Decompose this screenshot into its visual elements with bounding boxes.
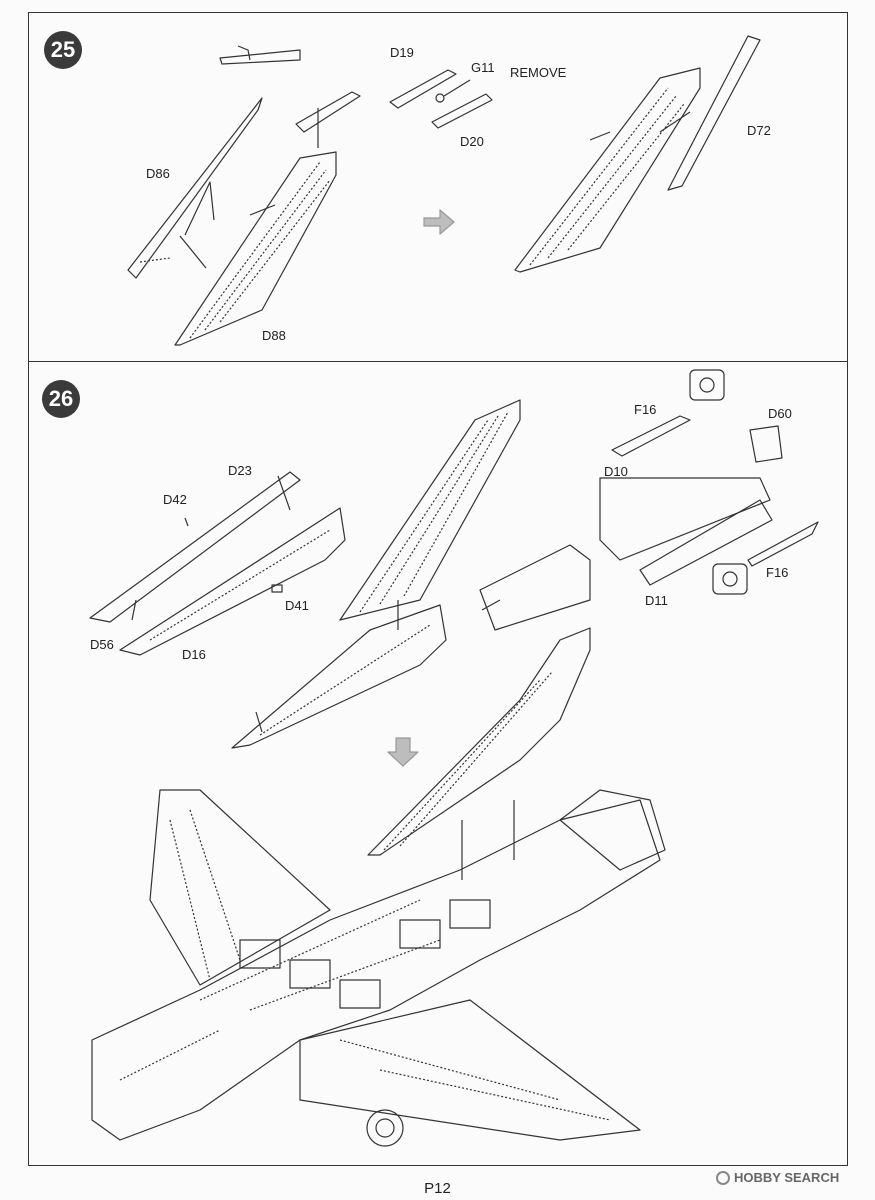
arrow-d86 — [179, 235, 207, 269]
part-d42 — [184, 517, 189, 527]
part-top-small-tab — [237, 45, 251, 61]
part-tail-assembled — [367, 627, 591, 856]
label-d72: D72 — [747, 123, 771, 138]
aircraft-fuselage — [91, 799, 661, 1141]
part-rear-fuselage — [231, 604, 447, 749]
part-tip — [295, 91, 361, 133]
label-remove: REMOVE — [510, 65, 567, 80]
part-d60 — [749, 425, 783, 463]
label-d11: D11 — [645, 593, 668, 608]
aircraft-exhaust — [559, 789, 666, 871]
part-d11 — [639, 499, 773, 586]
part-d20 — [431, 93, 493, 129]
label-d56: D56 — [90, 637, 114, 652]
part-g11 — [435, 93, 445, 103]
part-d56 — [131, 599, 137, 621]
step-26-badge: 26 — [42, 380, 80, 418]
watermark: HOBBY SEARCH — [716, 1170, 839, 1185]
label-d60: D60 — [768, 406, 792, 421]
label-d20: D20 — [460, 134, 484, 149]
instruction-frame — [28, 12, 848, 1166]
label-d86: D86 — [146, 166, 170, 181]
label-g11: G11 — [471, 60, 495, 75]
process-arrow-icon — [423, 209, 455, 235]
label-d19: D19 — [390, 45, 414, 60]
part-d41 — [271, 584, 283, 593]
part-fin-26 — [339, 399, 521, 621]
part-assembled-fin — [514, 67, 701, 273]
paint-pot-icon — [689, 369, 725, 401]
watermark-logo-icon — [716, 1170, 730, 1185]
page-number: P12 — [424, 1180, 451, 1197]
label-d16: D16 — [182, 647, 206, 662]
label-d88: D88 — [262, 328, 286, 343]
label-f16-lower: F16 — [766, 565, 789, 580]
aircraft-left-wing — [149, 789, 331, 986]
part-d10 — [599, 477, 771, 561]
label-f16-upper: F16 — [634, 402, 657, 417]
step-25-badge: 25 — [44, 31, 82, 69]
aircraft-right-wing — [299, 999, 641, 1141]
part-f16-upper — [611, 415, 691, 457]
part-nozzle — [479, 544, 591, 631]
paint-pot-icon — [712, 563, 748, 595]
part-d72 — [667, 35, 761, 191]
part-d23 — [89, 471, 301, 623]
section-divider — [29, 361, 847, 362]
label-d23: D23 — [228, 463, 252, 478]
watermark-text: HOBBY SEARCH — [734, 1170, 840, 1185]
part-d88 — [174, 151, 337, 346]
part-f16-lower — [747, 521, 819, 567]
aircraft-wheel — [366, 1109, 404, 1147]
part-top-small — [219, 49, 301, 65]
part-d19 — [389, 69, 457, 109]
label-d42: D42 — [163, 492, 187, 507]
label-d41: D41 — [285, 598, 309, 613]
process-arrow-icon — [387, 737, 419, 767]
arrow-d72 — [659, 111, 691, 133]
label-d10: D10 — [604, 464, 628, 479]
part-d16 — [119, 507, 346, 656]
part-d86 — [127, 97, 263, 279]
